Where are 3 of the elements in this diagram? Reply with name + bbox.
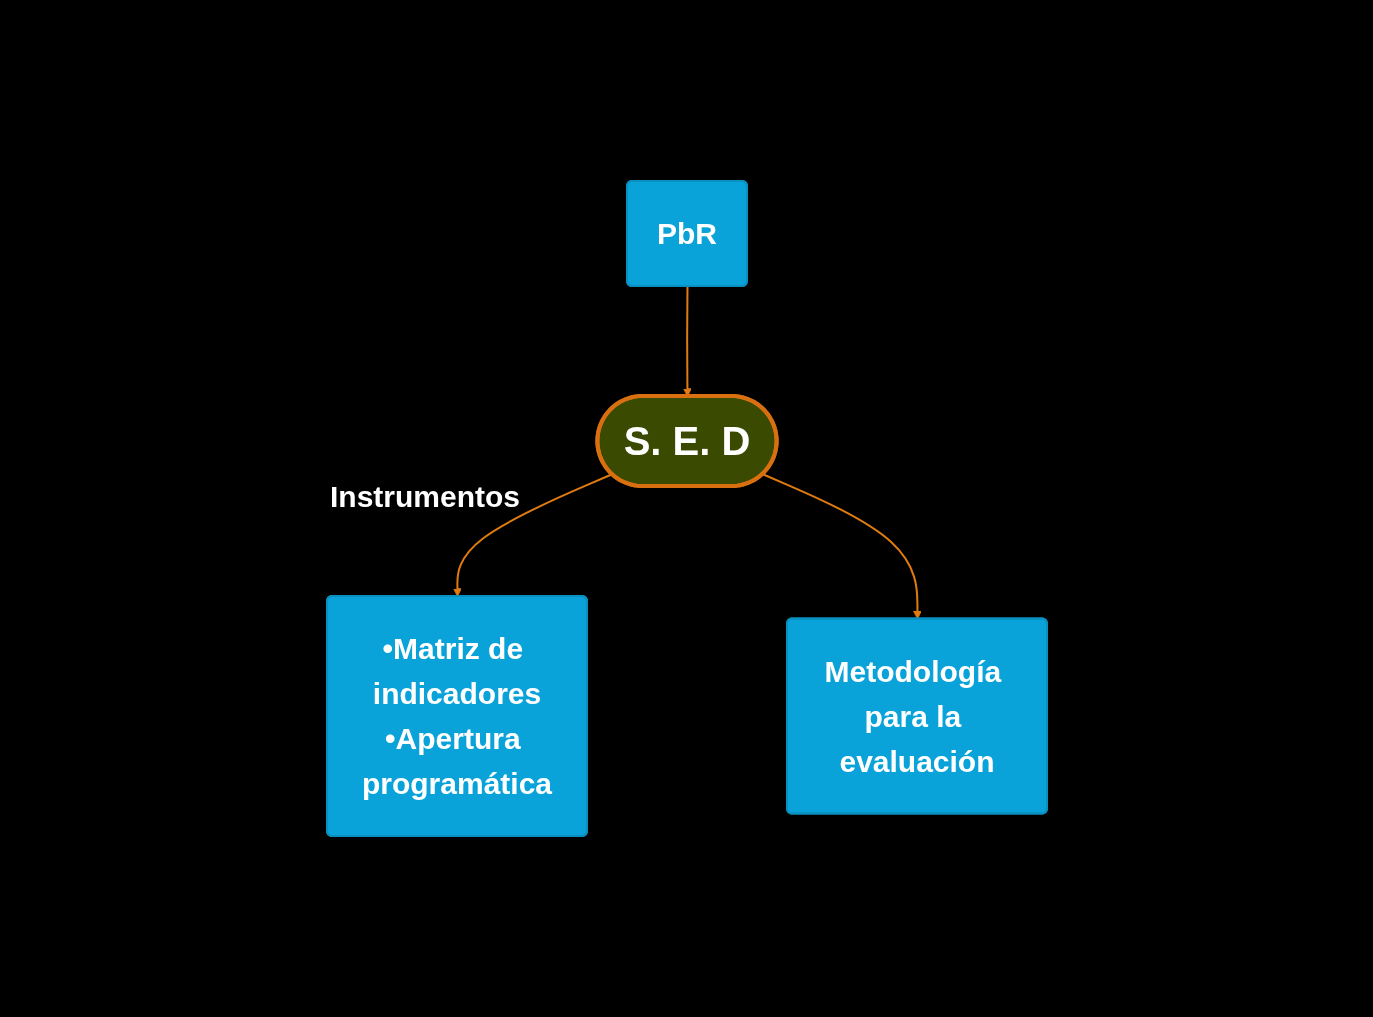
arrow [761, 473, 922, 620]
annotation-text: Instrumentos [330, 480, 521, 514]
arrow [682, 285, 692, 397]
